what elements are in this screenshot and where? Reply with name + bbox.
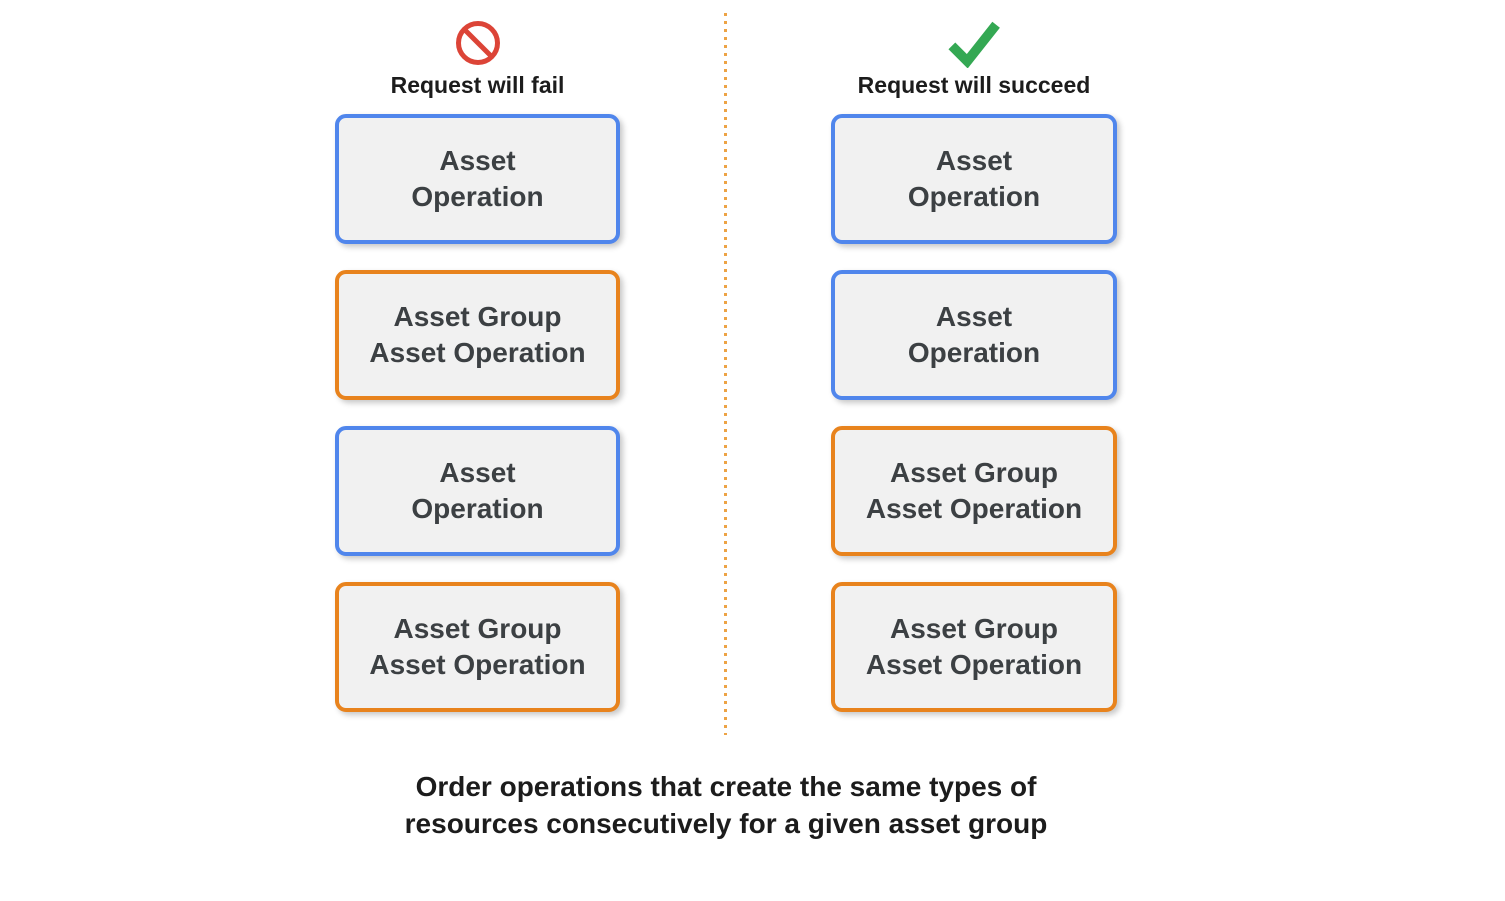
operation-box-label: Asset Group Asset Operation: [865, 613, 1083, 680]
succeed-column: Request will succeed Asset Operation Ass…: [831, 0, 1117, 712]
operation-box-label: Asset Group Asset Operation: [865, 457, 1083, 524]
operation-box-label: Asset Group Asset Operation: [369, 613, 586, 680]
fail-column: Request will fail Asset Operation Asset …: [335, 0, 620, 712]
operation-box: Asset Group Asset Operation: [831, 582, 1117, 712]
prohibited-icon: [455, 19, 500, 67]
succeed-column-title: Request will succeed: [857, 72, 1091, 98]
operation-box: Asset Group Asset Operation: [831, 426, 1117, 556]
operation-box-label: Asset Operation: [907, 145, 1041, 212]
fail-column-title: Request will fail: [390, 72, 565, 98]
checkmark-icon: [945, 19, 1003, 68]
operation-box-label: Asset Operation: [411, 145, 544, 212]
operation-box: Asset Operation: [831, 270, 1117, 400]
fail-box-stack: Asset Operation Asset Group Asset Operat…: [335, 114, 620, 712]
operation-box: Asset Group Asset Operation: [335, 270, 620, 400]
column-divider: [724, 13, 727, 735]
operation-box: Asset Operation: [831, 114, 1117, 244]
operation-box-label: Asset Operation: [411, 457, 544, 524]
diagram-caption: Order operations that create the same ty…: [404, 771, 1048, 839]
operation-box-label: Asset Group Asset Operation: [369, 301, 586, 368]
operation-box: Asset Operation: [335, 114, 620, 244]
operation-box: Asset Group Asset Operation: [335, 582, 620, 712]
succeed-box-stack: Asset Operation Asset Operation Asset Gr…: [831, 114, 1117, 712]
operation-box: Asset Operation: [335, 426, 620, 556]
operation-box-label: Asset Operation: [907, 301, 1041, 368]
